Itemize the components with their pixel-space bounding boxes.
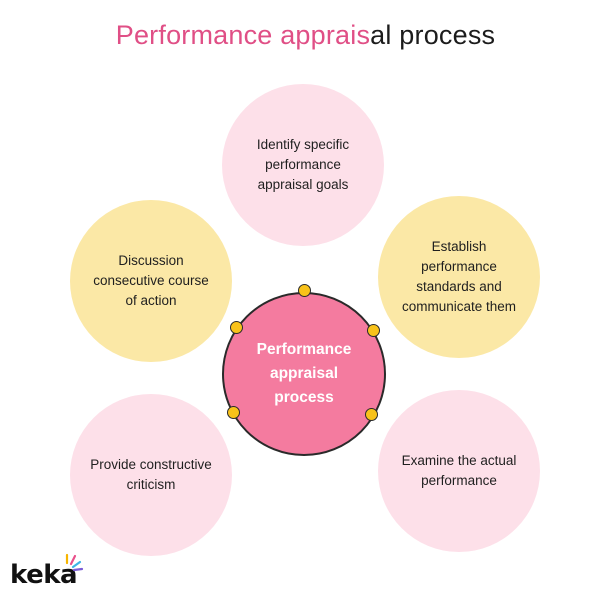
center-label: Performance appraisal process <box>256 341 352 406</box>
step-discussion: Discussion consecutive course of action <box>70 200 232 362</box>
title-rest: al process <box>370 20 496 50</box>
step-label: Discussion consecutive course of action <box>93 253 209 308</box>
step-label: Examine the actual performance <box>401 453 517 488</box>
logo-rays-icon <box>65 553 84 572</box>
connector-dot-top <box>298 284 311 297</box>
title-accent: Performance apprais <box>115 20 371 50</box>
connector-dot-lower-left <box>227 406 240 419</box>
page-title: Performance appraisal process <box>0 16 611 54</box>
step-label: Identify specific performance appraisal … <box>256 137 350 192</box>
connector-dot-upper-right <box>367 324 380 337</box>
step-constructive-criticism: Provide constructive criticism <box>70 394 232 556</box>
connector-dot-lower-right <box>365 408 378 421</box>
center-node: Performance appraisal process <box>222 292 386 456</box>
keka-logo: keka <box>10 560 78 590</box>
connector-dot-upper-left <box>230 321 243 334</box>
step-establish-standards: Establish performance standards and comm… <box>378 196 540 358</box>
step-label: Provide constructive criticism <box>90 457 212 492</box>
step-identify-goals: Identify specific performance appraisal … <box>222 84 384 246</box>
step-label: Establish performance standards and comm… <box>401 239 517 314</box>
step-examine-performance: Examine the actual performance <box>378 390 540 552</box>
